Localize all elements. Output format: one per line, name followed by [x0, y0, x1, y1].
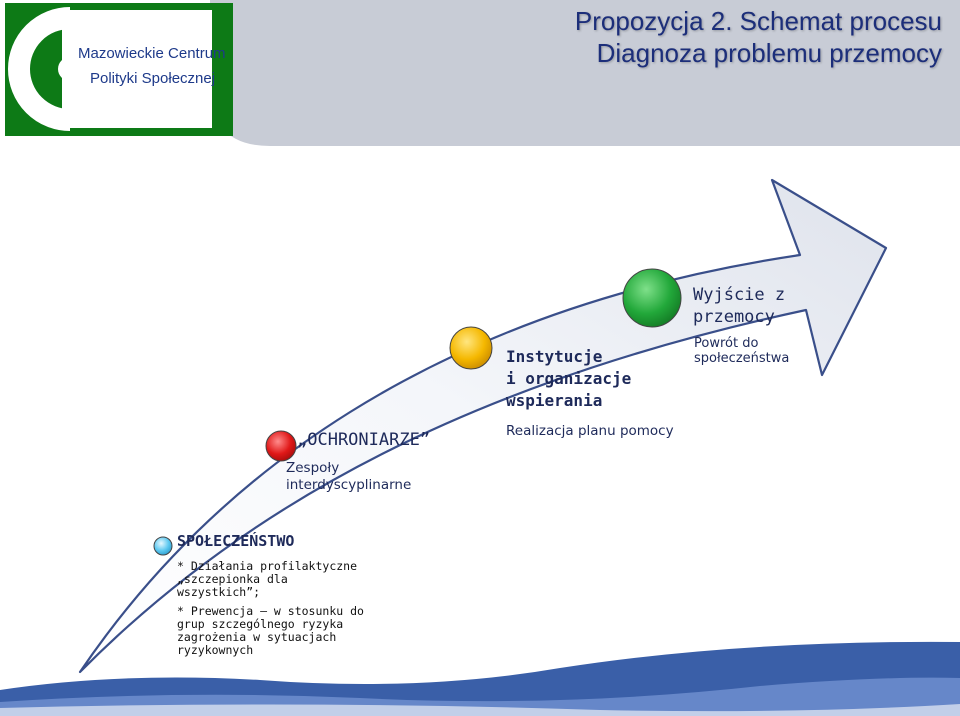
logo-mark [5, 3, 233, 136]
stage-ball-red [265, 430, 297, 462]
stage-ball-blue [153, 536, 173, 556]
stage-ball-green [622, 268, 682, 328]
stage-society-item2: * Prewencja – w stosunku do grup szczegó… [177, 604, 364, 657]
stage-protectors-subtitle: Zespoły interdyscyplinarne [286, 460, 412, 493]
stage-society-title: SPOŁECZEŃSTWO [177, 532, 295, 550]
stage-institutions-subtitle: Realizacja planu pomocy [506, 423, 674, 439]
page-title-line2: Diagnoza problemu przemocy [596, 38, 942, 68]
logo-text-line1: Mazowieckie Centrum [78, 45, 226, 62]
stage-ball-yellow [449, 326, 493, 370]
logo-text-line2: Polityki Społecznej [90, 70, 216, 87]
process-arrow [78, 178, 888, 674]
stage-protectors-title: „OCHRONIARZE” [297, 430, 431, 450]
page-title-line1: Propozycja 2. Schemat procesu [574, 6, 942, 36]
bottom-wave [0, 641, 960, 716]
stage-exit-subtitle: Powrót do społeczeństwa [694, 336, 790, 366]
stage-institutions-title: Instytucje i organizacje wspierania [506, 347, 632, 410]
stage-society-item1: * Działania profilaktyczne „szczepionka … [177, 559, 358, 599]
stage-exit-title: Wyjście z przemocy [693, 285, 786, 327]
header-bar [210, 0, 960, 146]
